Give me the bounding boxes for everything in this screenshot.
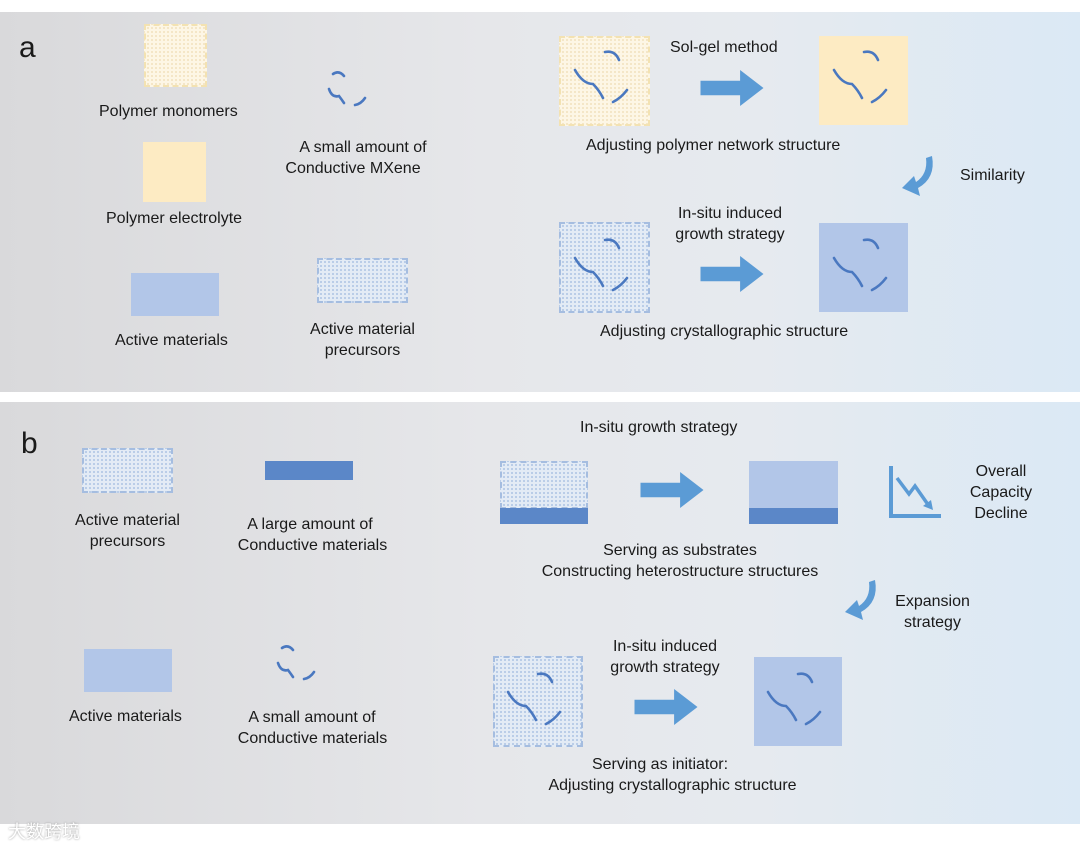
overall-label-line3: Decline	[974, 505, 1028, 522]
precursor-conductive-box	[493, 656, 583, 747]
active-precursors-box	[82, 448, 173, 493]
large-amount-label-line1: A large amount of	[247, 516, 373, 533]
panel-label-b: b	[21, 427, 38, 460]
decline-chart-icon	[889, 466, 941, 518]
active-materials-label: Active materials	[115, 332, 228, 349]
active-precursors-label-line1: Active material	[75, 512, 180, 529]
small-amount-label-line1: A small amount of	[248, 709, 376, 726]
precursor-on-substrate-box	[500, 461, 588, 509]
right-arrow-icon	[637, 472, 707, 508]
insitu-induced-label-line2: growth strategy	[610, 659, 720, 676]
substrate-bar	[749, 508, 838, 524]
mxene-flakes-icon	[567, 232, 647, 302]
substrates-label-line2: Constructing heterostructure structures	[541, 563, 819, 580]
expansion-label-line2: strategy	[904, 614, 961, 631]
initiator-label-line1: Serving as initiator:	[591, 756, 729, 773]
mxene-small-label-line1: A small amount of	[299, 139, 427, 156]
active-precursors-label-line2: precursors	[89, 533, 166, 550]
adjusting-polymer-label: Adjusting polymer network structure	[586, 137, 841, 154]
polymer-monomers-box	[144, 24, 207, 87]
panel-label-a: a	[19, 31, 36, 64]
active-precursors-label-line2: precursors	[324, 342, 401, 359]
mxene-flakes-icon	[826, 232, 906, 302]
insitu-growth-label: In-situ growth strategy	[580, 419, 738, 436]
curved-down-arrow-icon	[900, 154, 940, 204]
mxene-flakes-icon	[500, 666, 580, 736]
adjusting-crystal-label: Adjusting crystallographic structure	[600, 323, 849, 340]
active-materials-box	[84, 649, 172, 692]
mxene-flakes-icon	[567, 44, 647, 114]
active-conductive-box	[754, 657, 842, 746]
insitu-induced-label-line2: growth strategy	[675, 226, 785, 243]
mxene-flakes-icon	[826, 44, 906, 114]
mxene-flakes-icon	[760, 666, 840, 736]
substrate-bar	[500, 508, 588, 524]
active-materials-box	[131, 273, 219, 316]
mxene-flakes-icon	[327, 70, 387, 115]
right-arrow-icon	[697, 256, 767, 292]
panel-a: a Polymer monomers A small amount of Con…	[0, 12, 1080, 392]
similarity-label: Similarity	[960, 167, 1025, 184]
active-on-substrate-box	[749, 461, 838, 508]
mxene-small-label-line2: Conductive MXene	[285, 160, 421, 177]
active-precursors-box	[317, 258, 408, 303]
curved-down-arrow-icon	[843, 578, 883, 628]
polymer-monomers-label: Polymer monomers	[99, 103, 238, 120]
small-amount-label-line2: Conductive materials	[237, 730, 388, 747]
substrates-label-line1: Serving as substrates	[603, 542, 757, 559]
conductive-material-bar	[265, 461, 353, 480]
insitu-induced-label-line1: In-situ induced	[612, 638, 718, 655]
large-amount-label-line2: Conductive materials	[237, 537, 388, 554]
precursor-mxene-box	[559, 222, 650, 313]
polymer-electrolyte-label: Polymer electrolyte	[106, 210, 243, 227]
overall-label-line2: Capacity	[969, 484, 1033, 501]
sol-gel-label: Sol-gel method	[670, 39, 778, 56]
initiator-label-line2: Adjusting crystallographic structure	[548, 777, 797, 794]
right-arrow-icon	[697, 70, 767, 106]
active-precursors-label-line1: Active material	[310, 321, 415, 338]
active-mxene-box	[819, 223, 908, 312]
mxene-flakes-icon	[276, 644, 336, 689]
right-arrow-icon	[631, 689, 701, 725]
overall-label-line1: Overall	[975, 463, 1027, 480]
polymer-electrolyte-box	[143, 142, 206, 202]
watermark: 大数跨境	[8, 822, 80, 842]
active-materials-label: Active materials	[69, 708, 182, 725]
insitu-induced-label-line1: In-situ induced	[677, 205, 783, 222]
expansion-label-line1: Expansion	[895, 593, 970, 610]
panel-b: b Active material precursors A large amo…	[0, 402, 1080, 824]
